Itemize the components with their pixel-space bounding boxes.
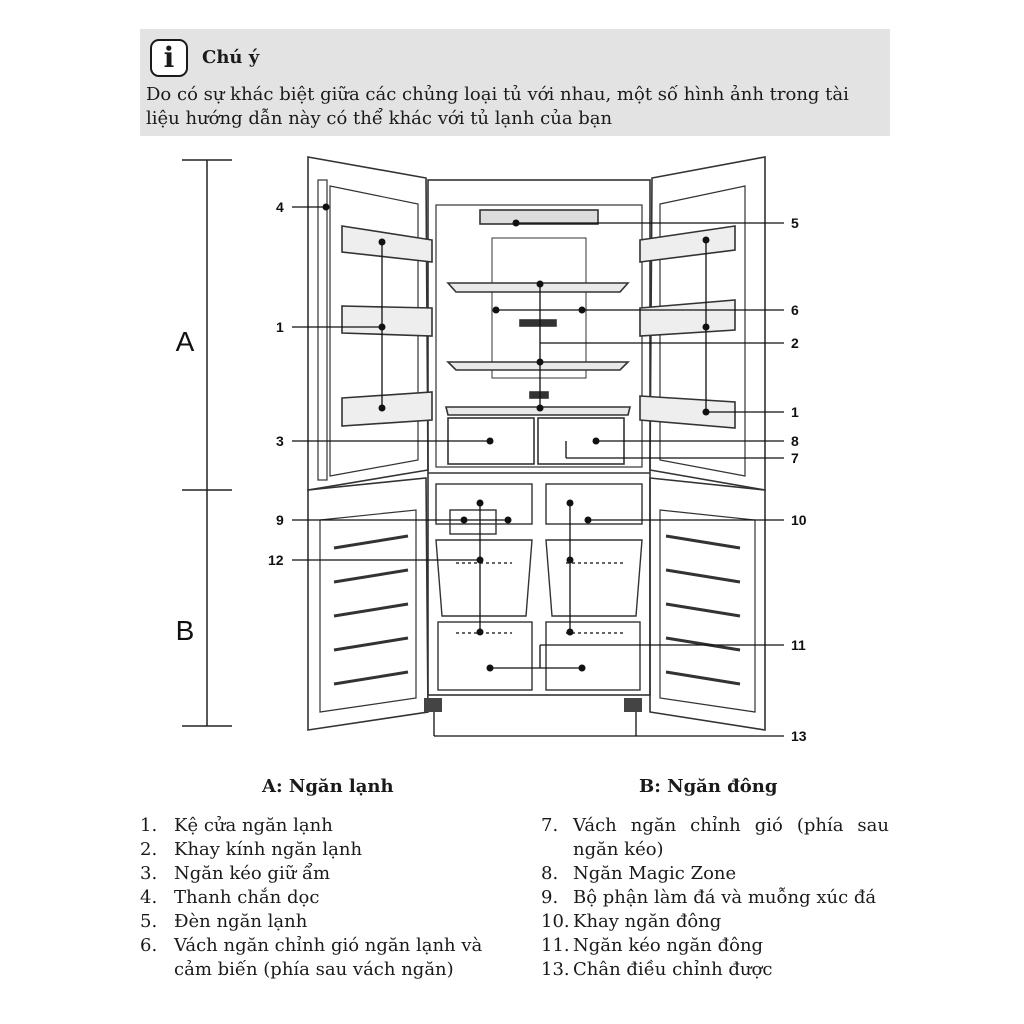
fridge-light-shape	[479, 209, 599, 225]
list-item: 11.Ngăn kéo ngăn đông	[541, 935, 764, 956]
cabinet-outline	[427, 179, 651, 696]
list-item: 4.Thanh chắn dọc	[140, 887, 320, 908]
glass-shelf-bottom	[444, 406, 632, 416]
list-item: 9.Bộ phận làm đá và muỗng xúc đá	[541, 887, 877, 908]
leader-lines	[292, 206, 784, 737]
freezer-tray-right	[545, 483, 643, 525]
glass-shelf-top	[446, 282, 630, 293]
section-b-label: B	[176, 615, 195, 646]
legend-heading-a: A: Ngăn lạnh	[262, 776, 394, 797]
callout-numbers: 4 1 3 12 9 5 6 2 1 8 7 10 11 13	[268, 199, 807, 744]
callout-3: 3	[276, 433, 284, 449]
list-item: 10.Khay ngăn đông	[541, 911, 722, 932]
list-item: 3.Ngăn kéo giữ ẩm	[140, 863, 331, 884]
left-freezer-door	[307, 477, 429, 731]
freezer-drawer-left-1	[435, 539, 533, 617]
right-door-shelf-3	[639, 395, 736, 429]
left-door-shelf-2	[341, 305, 433, 337]
rear-panel	[491, 237, 587, 379]
callout-9: 9	[276, 512, 284, 528]
callout-8: 8	[791, 433, 799, 449]
callout-2: 2	[791, 335, 799, 351]
left-door-shelf-3	[341, 391, 433, 427]
list-item: 6.Vách ngăn chỉnh gió ngăn lạnh và cảm b…	[140, 935, 483, 980]
callout-5: 5	[791, 215, 799, 231]
air-vent-shape	[519, 319, 557, 327]
list-item: 5.Đèn ngăn lạnh	[140, 911, 308, 932]
list-item: 13.Chân điều chỉnh được	[541, 959, 773, 980]
list-item: 1.Kệ cửa ngăn lạnh	[140, 815, 333, 836]
list-item: 7.Vách ngăn chỉnh gió (phía sau ngăn kéo…	[541, 815, 889, 860]
freezer-tray-left	[435, 483, 533, 525]
callout-11: 11	[791, 637, 806, 653]
info-icon: i	[150, 39, 188, 77]
freezer-interior	[435, 483, 643, 691]
freezer-door-shelves	[333, 534, 741, 686]
callout-1-left: 1	[276, 319, 284, 335]
left-fridge-door	[307, 156, 429, 491]
note-body: Do có sự khác biệt giữa các chủng loại t…	[146, 84, 849, 129]
list-item: 2.Khay kính ngăn lạnh	[140, 839, 363, 860]
legend-list-a: 1.Kệ cửa ngăn lạnh 2.Khay kính ngăn lạnh…	[140, 814, 500, 982]
sensor-shape	[529, 391, 549, 399]
section-brackets	[182, 159, 232, 727]
list-item: 8.Ngăn Magic Zone	[541, 863, 737, 884]
freezer-drawer-left-2	[437, 621, 533, 691]
callout-12: 12	[268, 552, 284, 568]
fridge-compartment	[435, 204, 643, 468]
legend-heading-b: B: Ngăn đông	[639, 776, 778, 797]
callout-13: 13	[791, 728, 807, 744]
note-title: Chú ý	[202, 47, 260, 68]
freezer-drawer-right-1	[545, 539, 643, 617]
note-box: i Chú ý Do có sự khác biệt giữa các chủn…	[140, 29, 890, 136]
right-door-shelf-1	[639, 225, 736, 263]
callout-4: 4	[276, 199, 284, 215]
ice-maker-shape	[449, 509, 497, 535]
callout-10: 10	[791, 512, 807, 528]
vertical-flap-shape	[317, 179, 328, 481]
left-door-shelf-1	[341, 225, 433, 263]
right-freezer-door	[649, 477, 766, 731]
freezer-drawer-right-2	[545, 621, 641, 691]
callout-1-right: 1	[791, 404, 799, 420]
glass-shelf-middle	[446, 361, 630, 371]
section-a-label: A	[176, 326, 195, 357]
fridge-drawing	[307, 156, 766, 731]
callout-7: 7	[791, 450, 799, 466]
leader-dots	[322, 203, 710, 672]
callout-6: 6	[791, 302, 799, 318]
legend-list-b: 7.Vách ngăn chỉnh gió (phía sau ngăn kéo…	[541, 814, 889, 982]
right-door-shelf-2	[639, 299, 736, 337]
adjustable-feet	[424, 698, 642, 712]
